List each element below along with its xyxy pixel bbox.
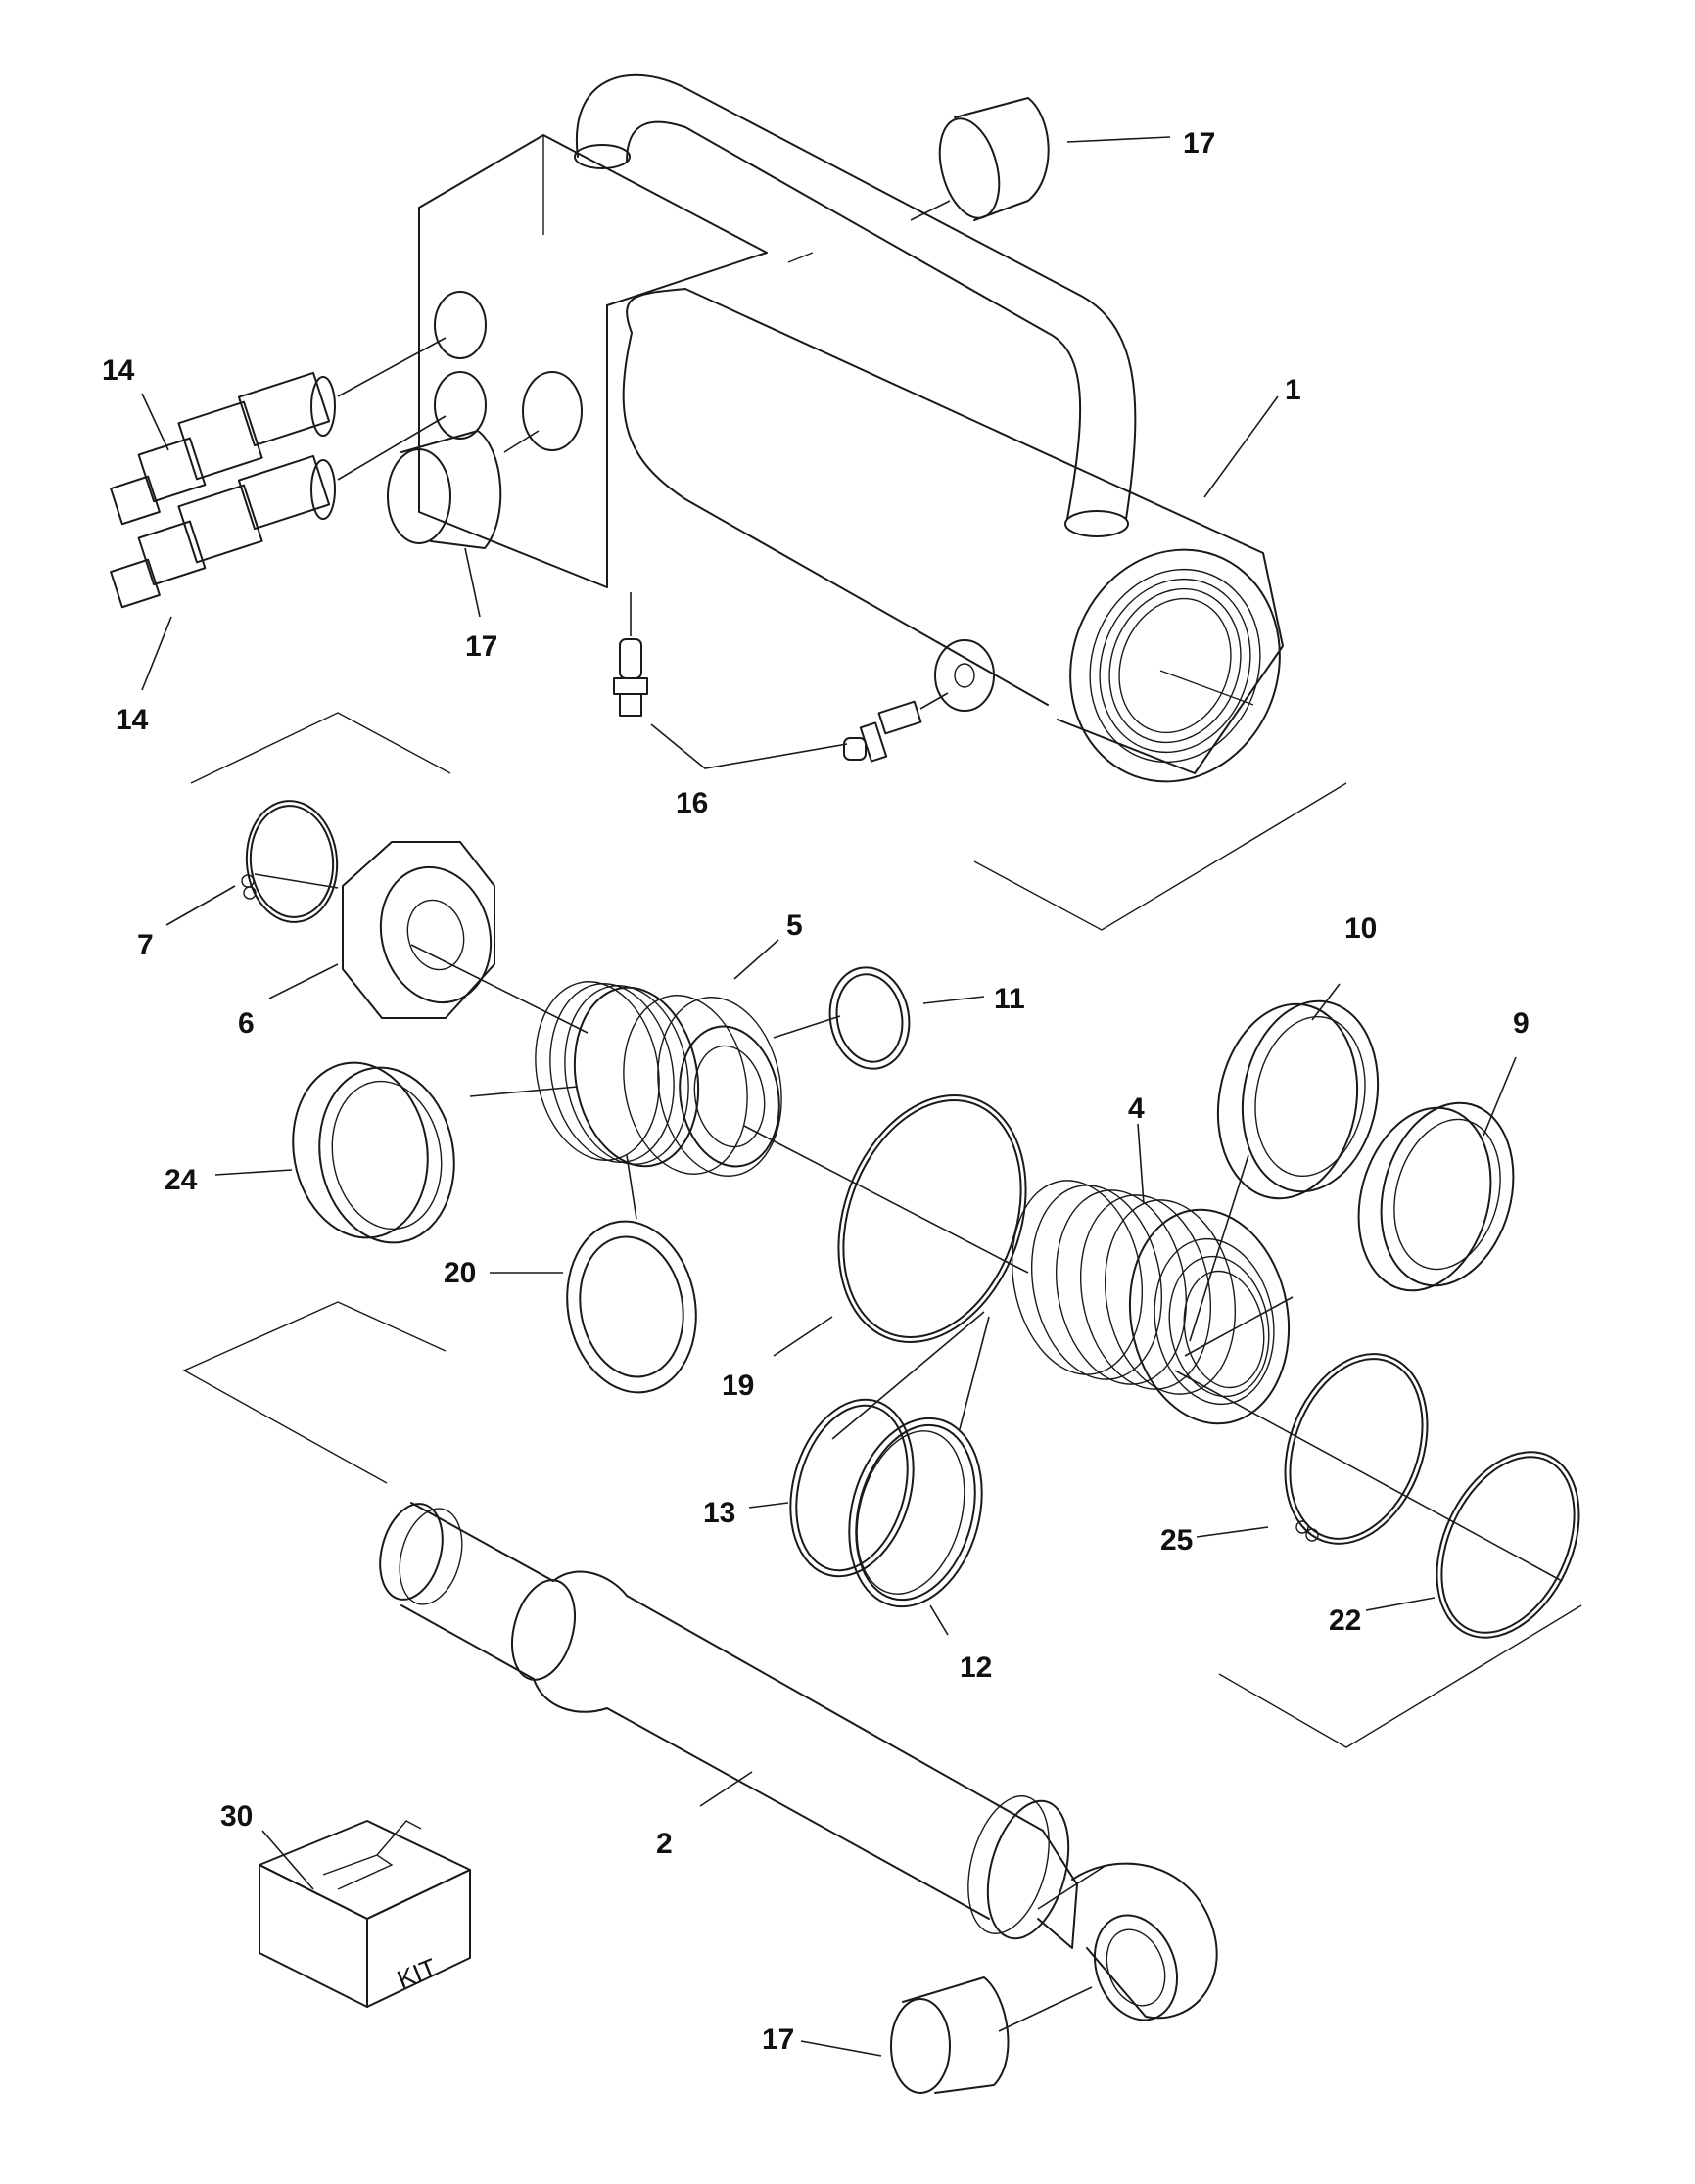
bushing-top (910, 97, 1050, 221)
callout-11: 11 (994, 983, 1025, 1015)
callout-19: 19 (722, 1370, 754, 1402)
callout-17-rod: 17 (762, 2023, 794, 2056)
gland (410, 944, 782, 1177)
callout-leaders (141, 136, 1517, 2057)
callout-10: 10 (1344, 912, 1377, 945)
wear-ring-9 (1357, 1101, 1515, 1292)
callout-2: 2 (656, 1828, 673, 1860)
snap-ring-7 (190, 712, 451, 923)
relief-valve-cartridge-upper (110, 337, 447, 526)
callout-16: 16 (676, 787, 708, 819)
bushing-block-port (387, 430, 540, 549)
callout-17-top: 17 (1183, 127, 1215, 160)
callout-9: 9 (1513, 1007, 1530, 1040)
callout-labels: 1 17 14 14 17 16 7 6 5 11 24 20 19 4 10 … (102, 127, 1530, 2056)
callout-12: 12 (960, 1651, 992, 1684)
callout-30: 30 (220, 1800, 253, 1833)
piston (1008, 1180, 1294, 1425)
callout-14-upper: 14 (102, 354, 135, 387)
callout-6: 6 (238, 1007, 255, 1040)
callout-1: 1 (1285, 374, 1301, 406)
ring-12 (848, 1316, 990, 1608)
grease-fitting-vertical (613, 592, 648, 717)
callout-20: 20 (444, 1257, 476, 1289)
bushing-rod-eye (890, 1976, 1093, 2094)
ring-22 (1174, 1370, 1582, 1748)
callout-13: 13 (703, 1497, 735, 1529)
callout-5: 5 (786, 909, 803, 942)
callout-14-lower: 14 (116, 704, 149, 736)
piston-rod (182, 1301, 1218, 2021)
callout-17-block: 17 (465, 630, 497, 663)
callout-22: 22 (1329, 1604, 1361, 1637)
kit-box: KIT (259, 1820, 471, 2008)
relief-valve-cartridge-lower (110, 415, 447, 609)
callout-7: 7 (137, 929, 154, 961)
grease-fitting-angled (843, 692, 949, 763)
ring-13 (789, 1311, 985, 1578)
cylinder-barrel-assembly (418, 73, 1347, 931)
kit-label: KIT (393, 1952, 441, 1994)
rod-seal-20 (566, 1154, 697, 1394)
callout-25: 25 (1160, 1524, 1193, 1557)
callout-24: 24 (165, 1164, 198, 1196)
snap-ring-25 (1284, 1353, 1429, 1545)
o-ring-11 (773, 966, 911, 1070)
piston-seal-10 (1189, 999, 1380, 1342)
o-ring-19 (743, 1094, 1027, 1343)
wiper-ring (292, 1061, 579, 1244)
gland-nut (342, 841, 495, 1019)
callout-4: 4 (1128, 1092, 1145, 1125)
